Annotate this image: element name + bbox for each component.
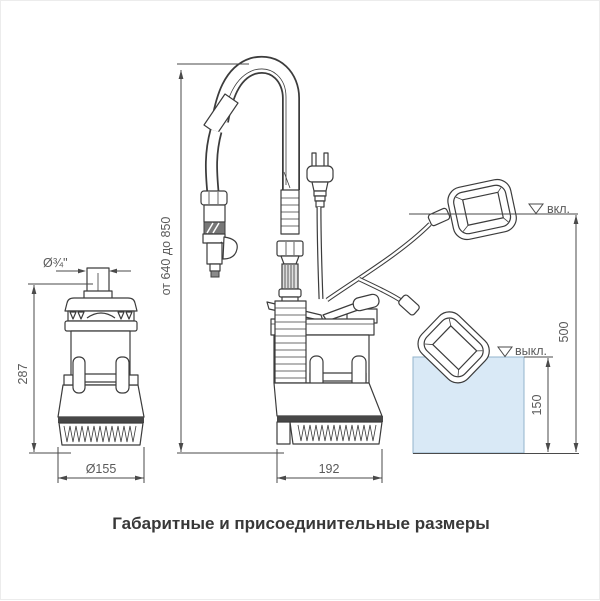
float-outer [417, 311, 490, 384]
dim-label-height-range: от 640 до 850 [159, 217, 173, 296]
float-face [432, 325, 478, 371]
arrowhead [109, 268, 117, 274]
plug-body [306, 165, 334, 183]
arrowhead [277, 475, 286, 481]
seal-band [58, 417, 144, 423]
arrowhead [135, 475, 144, 481]
strainer-teeth [63, 425, 137, 443]
foot [276, 421, 291, 445]
dimension-height-287: 287 [16, 283, 93, 454]
tube-inner [206, 129, 221, 194]
arrowhead [373, 475, 382, 481]
level-triangle-icon [497, 346, 513, 358]
plug-prong [311, 152, 317, 168]
lower-body [273, 382, 383, 417]
seal-band [277, 416, 383, 422]
float-switch-off [417, 311, 490, 384]
arrowhead [573, 215, 579, 224]
connector-nut [200, 190, 228, 206]
column-ribs [275, 307, 306, 379]
arrowhead [573, 443, 579, 452]
level-off: выкл. [497, 344, 553, 358]
hose-sleeve [203, 93, 239, 135]
left-handle [72, 356, 86, 394]
float-inner [453, 184, 512, 235]
connector-nipple [209, 263, 221, 272]
float-face [462, 191, 504, 226]
plug-neck [311, 181, 329, 192]
hose-nut [276, 240, 304, 257]
arrowhead [178, 70, 184, 79]
cable-sleeve-on [427, 207, 451, 227]
vent-slots [69, 311, 133, 320]
dimension-thread: Ø¾" [43, 256, 131, 274]
dimension-diameter-155: Ø155 [57, 447, 145, 483]
arrowhead [31, 285, 37, 294]
knurled-coupler [281, 263, 299, 290]
dim-label-155: Ø155 [86, 462, 117, 476]
dimension-height-range: от 640 до 850 [159, 63, 284, 454]
hose-cut-line [283, 171, 291, 189]
strainer-teeth [297, 424, 377, 442]
arrowhead [58, 475, 67, 481]
handle-crossbar [82, 373, 120, 383]
strainer [58, 422, 144, 446]
float-switch-on [447, 178, 517, 241]
connector-body [203, 204, 226, 223]
power-plug [306, 152, 334, 300]
arrowhead [31, 443, 37, 452]
dim-label-192: 192 [319, 462, 340, 476]
level-on: вкл. [409, 202, 578, 216]
cable-sleeve-off [398, 294, 420, 316]
dim-label-thread: Ø¾" [43, 256, 68, 270]
level-triangle-icon [528, 203, 544, 215]
clamp-cap [352, 293, 380, 312]
connector-tip [210, 270, 220, 278]
top-flange [64, 297, 138, 312]
left-wing [63, 374, 74, 386]
lower-body [57, 384, 145, 418]
connector-ear [222, 236, 238, 260]
arrowhead [78, 268, 86, 274]
discharge-hose [200, 55, 300, 278]
plug-prong [323, 152, 329, 168]
float-cables [325, 207, 451, 316]
right-handle [115, 356, 130, 394]
pump-side-view [266, 189, 383, 445]
arrowhead [178, 443, 184, 452]
float-outer [447, 178, 517, 241]
dome-arc [86, 312, 116, 319]
float-inner [423, 317, 484, 378]
dimension-width-192: 192 [276, 449, 383, 483]
arrowhead [545, 358, 551, 367]
dim-label-150: 150 [530, 395, 544, 416]
nut-taper [280, 255, 300, 265]
connector-lower [206, 242, 223, 265]
level-label-on: вкл. [547, 202, 570, 216]
dimension-150: 150 [530, 358, 551, 452]
diagram-title: Габаритные и присоединительные размеры [112, 514, 489, 533]
pump-front-view [57, 267, 145, 446]
arrowhead [545, 443, 551, 452]
strainer [289, 421, 383, 445]
right-wing [128, 374, 139, 386]
quick-connector [200, 190, 238, 278]
collar-band [64, 320, 138, 332]
level-label-off: выкл. [515, 344, 547, 358]
dim-label-287: 287 [16, 364, 30, 385]
dimension-500: 500 [557, 215, 579, 452]
dim-label-500: 500 [557, 322, 571, 343]
outlet-flange [278, 288, 302, 298]
